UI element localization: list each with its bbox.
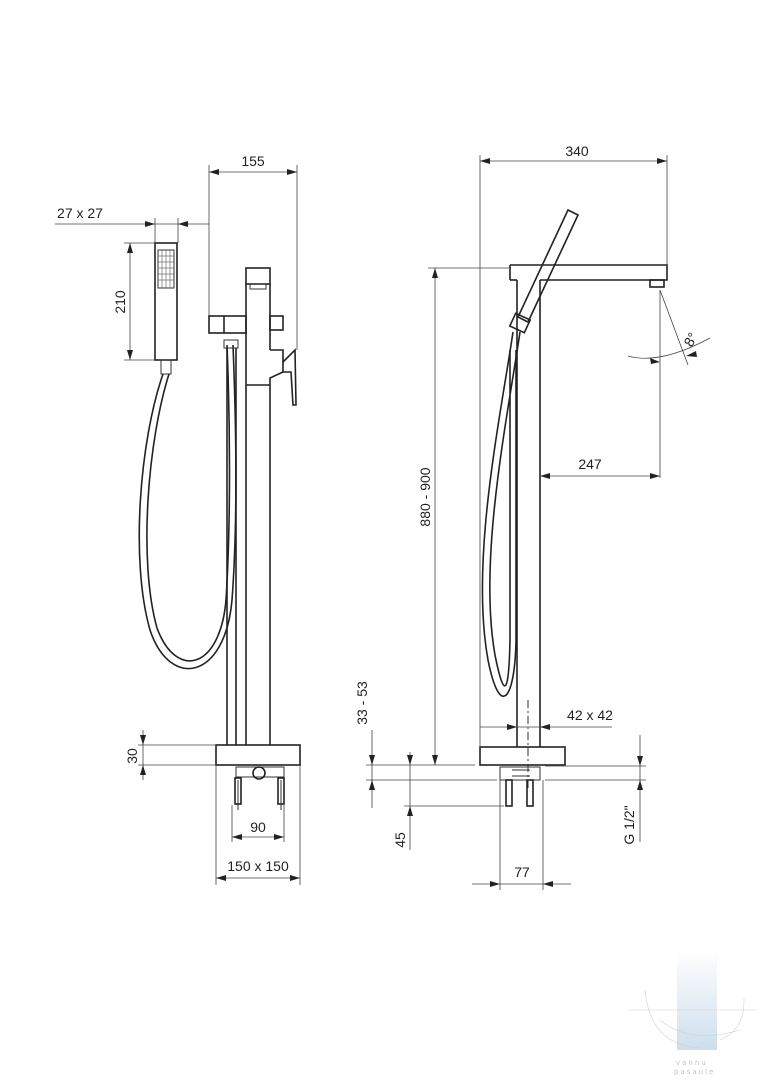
dimension-label: G 1/2" [621,805,637,844]
dimension-angle-8: 8° [627,289,711,478]
mixer-body [479,264,668,790]
dimension-label: 45 [392,832,408,848]
dimension-label: 30 [124,748,140,764]
dimension-150x150: 150 x 150 [215,765,301,885]
watermark-logo: vannu pasaule [628,950,757,1076]
floor-fittings [499,766,541,807]
watermark-text-line2: pasaule [674,1068,715,1076]
dimension-880-900: 880 - 900 [417,267,510,765]
dimension-45: 45 [392,752,504,850]
left-view: 155 27 x 27 210 30 [55,153,301,885]
dimension-label: 27 x 27 [57,205,103,221]
dimension-label: 155 [241,153,265,169]
dimension-30: 30 [124,730,216,780]
hand-shower [508,208,580,334]
hose [481,331,521,697]
dimension-label: 42 x 42 [567,707,613,723]
hose [138,339,239,745]
dimension-33-53: 33 - 53 [354,681,497,808]
right-view: 340 880 - 900 8° 247 42 x 42 [354,143,711,890]
mixer-body [208,267,301,766]
dimension-90: 90 [231,805,285,842]
dimension-thread: G 1/2" [545,735,646,845]
dimension-27x27: 27 x 27 [55,205,209,243]
dimension-label: 150 x 150 [227,858,289,874]
dimension-label: 340 [565,143,589,159]
dimension-155: 155 [208,153,298,350]
dimension-247: 247 [540,456,660,479]
hand-shower [154,242,178,375]
dimension-label: 77 [514,864,530,880]
dimension-label: 880 - 900 [417,467,433,526]
floor-fittings [234,766,285,810]
dimension-210: 210 [112,242,155,361]
dimension-label: 210 [112,290,128,314]
dimension-label: 8° [680,330,701,350]
dimension-label: 90 [250,819,266,835]
dimension-label: 33 - 53 [354,681,370,725]
dimension-42x42: 42 x 42 [480,707,613,730]
dimension-77: 77 [472,780,571,890]
dimension-label: 247 [578,456,602,472]
watermark-text-line1: vannu [676,1059,708,1067]
dimension-340: 340 [479,143,668,747]
